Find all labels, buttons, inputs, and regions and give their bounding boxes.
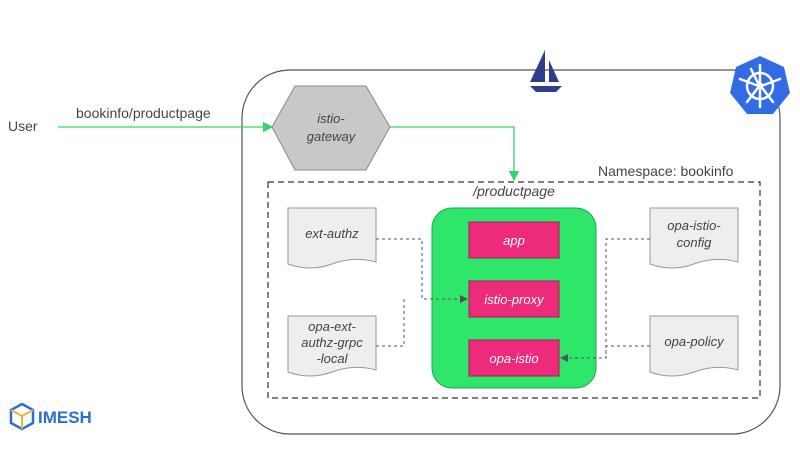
ext-authz-to-proxy-connector xyxy=(376,238,468,303)
istio-sail-icon xyxy=(530,50,562,92)
opa-istio-label: opa-istio xyxy=(489,351,538,366)
opa-ext-authz-document xyxy=(287,315,377,377)
kubernetes-helm-icon xyxy=(730,56,790,114)
imesh-cube-icon xyxy=(9,402,35,431)
ext-authz-label: ext-authz xyxy=(305,226,359,241)
opa-policy-label: opa-policy xyxy=(664,334,725,349)
app-container xyxy=(468,221,560,259)
opa-istio-config-label-1: opa-istio- xyxy=(667,218,721,233)
gateway-label-line-2: gateway xyxy=(307,129,357,144)
app-container-label: app xyxy=(503,233,525,248)
namespace-label: Namespace: bookinfo xyxy=(598,163,734,179)
pod-path-label: /productpage xyxy=(472,183,555,199)
config-to-opa-connector xyxy=(605,238,650,358)
opa-istio-container xyxy=(468,339,560,377)
policy-to-opa-connector xyxy=(560,345,650,362)
imesh-logo-text: IMESH xyxy=(38,408,92,427)
request-path-label: bookinfo/productpage xyxy=(76,105,211,121)
opa-ext-authz-label-1: opa-ext- xyxy=(308,319,356,334)
gateway-label-line-1: istio- xyxy=(317,111,345,126)
opa-ext-authz-label-2: authz-grpc xyxy=(301,335,363,350)
ext-authz-document xyxy=(287,207,377,269)
opa-ext-authz-to-proxy-connector xyxy=(376,299,405,347)
opa-istio-config-document xyxy=(649,207,739,269)
opa-istio-config-label-2: config xyxy=(677,235,712,250)
opa-ext-authz-label-3: -local xyxy=(316,351,348,366)
istio-gateway-hexagon xyxy=(271,85,391,171)
istio-proxy-label: istio-proxy xyxy=(484,292,545,307)
istio-proxy-container xyxy=(468,280,560,318)
user-label: User xyxy=(8,118,38,134)
namespace-boundary xyxy=(267,181,761,399)
cluster-boundary xyxy=(241,69,781,435)
opa-policy-document xyxy=(649,315,739,377)
gateway-to-pod-arrow xyxy=(390,126,520,182)
